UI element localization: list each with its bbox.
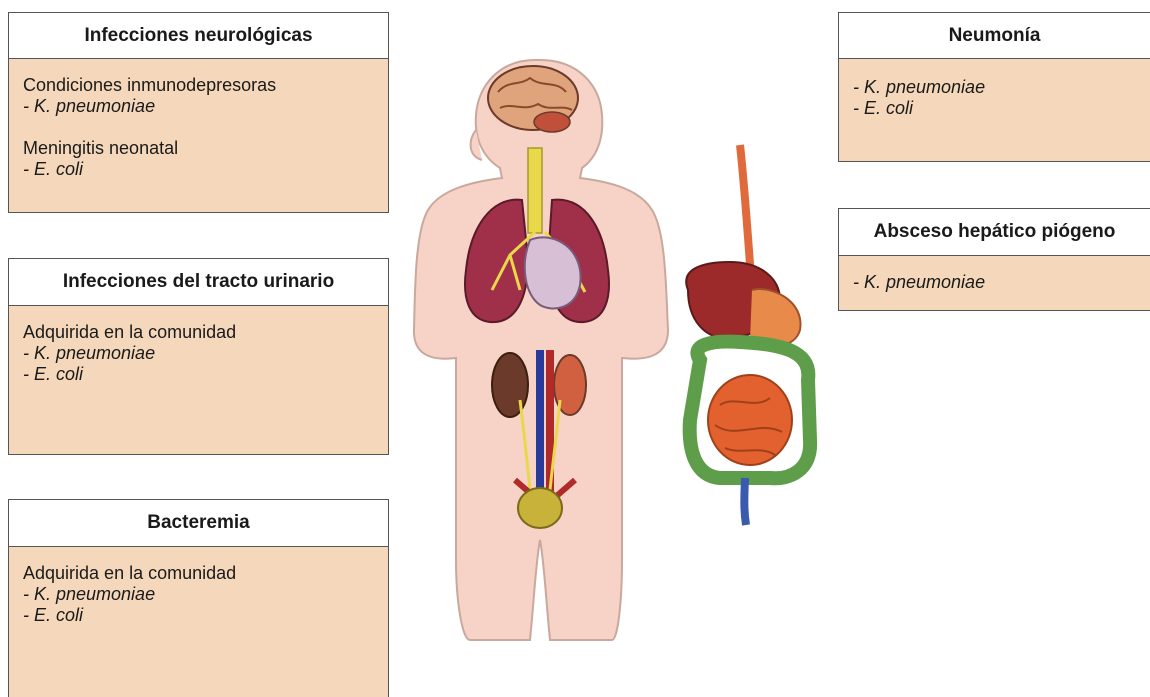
neuro-infections-box: Infecciones neurológicas Condiciones inm… (8, 12, 389, 213)
urinary-infections-box: Infecciones del tracto urinario Adquirid… (8, 258, 389, 455)
pneumonia-box: Neumonía - K. pneumoniae - E. coli (838, 12, 1150, 162)
urinary-item-2: - E. coli (23, 364, 374, 385)
bacteremia-box: Bacteremia Adquirida en la comunidad - K… (8, 499, 389, 697)
trachea (528, 148, 542, 233)
neuro-group2-label: Meningitis neonatal (23, 138, 374, 159)
urinary-infections-title: Infecciones del tracto urinario (9, 259, 388, 306)
bacteremia-item-1: - K. pneumoniae (23, 584, 374, 605)
digestive-system (686, 145, 810, 525)
liver-abscess-box: Absceso hepático piógeno - K. pneumoniae (838, 208, 1150, 311)
pneumonia-title: Neumonía (839, 13, 1150, 59)
pneumonia-item-2: - E. coli (853, 98, 1136, 119)
urinary-label: Adquirida en la comunidad (23, 322, 374, 343)
neuro-group2-item: - E. coli (23, 159, 374, 180)
neuro-group1-item: - K. pneumoniae (23, 96, 374, 117)
liver-abscess-item-1: - K. pneumoniae (853, 272, 1136, 293)
bacteremia-title: Bacteremia (9, 500, 388, 547)
urinary-item-1: - K. pneumoniae (23, 343, 374, 364)
bacteremia-label: Adquirida en la comunidad (23, 563, 374, 584)
bacteremia-item-2: - E. coli (23, 605, 374, 626)
liver-abscess-title: Absceso hepático piógeno (839, 209, 1150, 256)
neuro-group1-label: Condiciones inmunodepresoras (23, 75, 374, 96)
pneumonia-item-1: - K. pneumoniae (853, 77, 1136, 98)
neuro-infections-title: Infecciones neurológicas (9, 13, 388, 59)
